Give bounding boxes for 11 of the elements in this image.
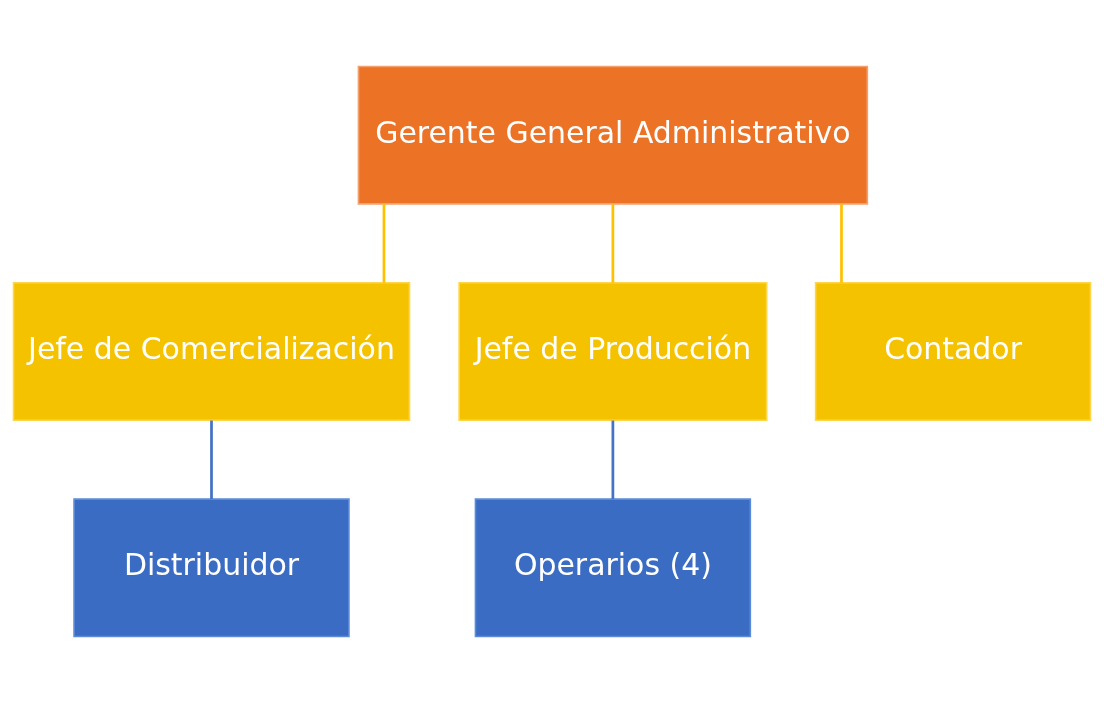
- connector: [382, 203, 386, 283]
- node-box: Distribuidor: [73, 497, 350, 637]
- connector: [611, 203, 615, 283]
- connector: [210, 420, 213, 499]
- node-box: Contador: [814, 281, 1092, 421]
- node-box: Jefe de Producción: [458, 281, 768, 421]
- connector: [611, 420, 615, 499]
- connector: [840, 203, 843, 283]
- node-box: Operarios (4): [474, 497, 752, 637]
- node-box: Jefe de Comercialización: [12, 281, 411, 421]
- node-box: Gerente General Administrativo: [357, 65, 869, 205]
